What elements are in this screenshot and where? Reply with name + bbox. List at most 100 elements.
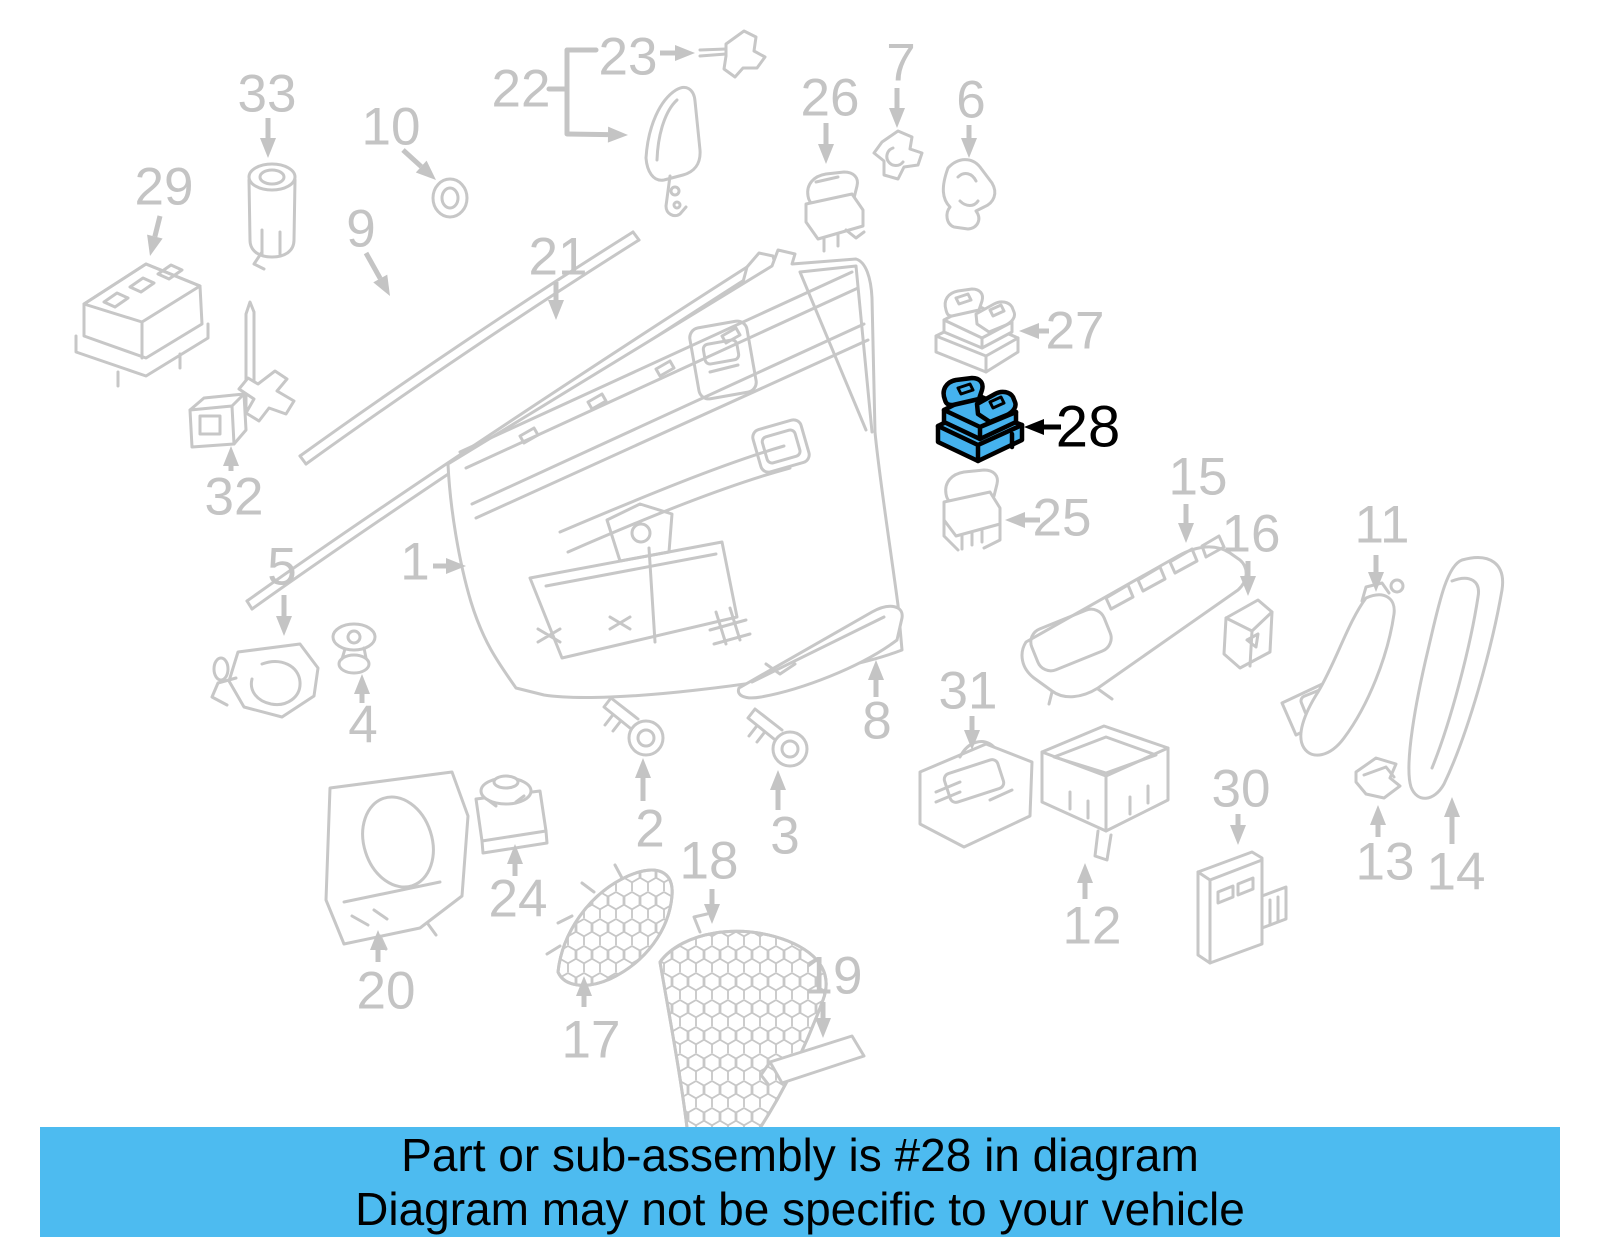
part-label-22: 22 xyxy=(492,60,551,119)
part-label-14: 14 xyxy=(1427,843,1486,902)
part-arrowhead-22 xyxy=(607,126,628,143)
pillar-trim-14-drawing xyxy=(1407,556,1505,800)
part-arrowhead-12 xyxy=(1077,863,1093,883)
part-label-26: 26 xyxy=(801,69,860,128)
switch-bezel-15-drawing xyxy=(1020,534,1248,706)
part-arrowhead-5 xyxy=(276,616,292,636)
pocket-box-12-drawing xyxy=(1040,724,1170,862)
highlighted-part-28[interactable] xyxy=(935,375,1025,464)
part-label-10: 10 xyxy=(362,98,421,157)
part-label-20: 20 xyxy=(357,962,416,1021)
armrest-8-drawing xyxy=(736,604,904,700)
part-label-28[interactable]: 28 xyxy=(1056,395,1121,460)
part-label-30: 30 xyxy=(1212,760,1271,819)
part-arrowhead-18 xyxy=(704,904,720,924)
part-arrowhead-19 xyxy=(815,1018,831,1038)
part-arrowhead-24 xyxy=(507,844,523,864)
bracket-16-drawing xyxy=(1222,598,1274,670)
part-arrowhead-1 xyxy=(446,558,466,574)
part-label-5: 5 xyxy=(267,538,296,597)
part-arrowhead-17 xyxy=(576,976,592,996)
part-label-21: 21 xyxy=(529,228,588,287)
part-arrowhead-9 xyxy=(373,274,390,296)
part-arrowhead-29 xyxy=(147,234,163,256)
speaker-bracket-20-drawing xyxy=(324,770,470,951)
lock-switch-25-drawing xyxy=(942,468,1002,552)
part-arrowhead-28 xyxy=(1024,419,1044,435)
door-trim-panel-drawing xyxy=(446,248,904,699)
part-arrowhead-11 xyxy=(1368,572,1384,592)
washer-10-drawing xyxy=(431,177,469,219)
part-arrowhead-2 xyxy=(635,758,651,778)
part-label-19: 19 xyxy=(804,947,863,1006)
part-arrowhead-14 xyxy=(1444,797,1460,817)
clip-7-drawing xyxy=(872,129,924,181)
mirror-switch-24-drawing xyxy=(474,774,549,855)
door-check-5-drawing xyxy=(210,642,320,719)
part-label-13: 13 xyxy=(1356,833,1415,892)
part-arrowhead-32 xyxy=(223,446,239,466)
part-label-6: 6 xyxy=(956,71,985,130)
part-label-8: 8 xyxy=(862,692,891,751)
speaker-grille-18-drawing xyxy=(658,912,828,1189)
part-arrowhead-8 xyxy=(868,660,884,680)
trim-clip-4-drawing xyxy=(331,622,377,675)
part-label-33: 33 xyxy=(238,65,297,124)
part-label-12: 12 xyxy=(1063,897,1122,956)
part-arrowhead-20 xyxy=(370,930,386,950)
part-arrow-9 xyxy=(363,251,383,280)
bracket-6-drawing xyxy=(941,158,997,231)
part-label-9: 9 xyxy=(346,200,375,259)
part-arrowhead-4 xyxy=(354,674,370,694)
clip-13-drawing xyxy=(1354,756,1402,800)
tweeter-grille-17-drawing xyxy=(545,863,674,987)
part-arrowhead-3 xyxy=(770,770,786,790)
switch-26-drawing xyxy=(804,170,866,253)
part-label-11: 11 xyxy=(1354,496,1409,555)
belt-molding-9-drawing xyxy=(298,230,641,466)
part-arrowhead-16 xyxy=(1240,576,1256,596)
part-arrowhead-10 xyxy=(415,160,436,180)
part-label-31: 31 xyxy=(939,662,998,721)
grommet-33-drawing xyxy=(247,162,297,271)
part-arrowhead-33 xyxy=(260,138,276,158)
part-arrowhead-7 xyxy=(889,108,905,128)
window-switch-27-drawing xyxy=(934,287,1020,374)
pull-handle-11-drawing xyxy=(1280,578,1405,757)
part-label-3: 3 xyxy=(770,807,799,866)
banner-line-2: Diagram may not be specific to your vehi… xyxy=(355,1183,1245,1235)
part-label-27: 27 xyxy=(1046,302,1105,361)
part-arrowhead-13 xyxy=(1370,805,1386,825)
part-label-32: 32 xyxy=(205,468,264,527)
screw-3-drawing xyxy=(746,707,809,768)
part-label-17: 17 xyxy=(562,1011,621,1070)
pocket-plate-19-drawing xyxy=(759,1034,866,1086)
part-label-16: 16 xyxy=(1222,505,1281,564)
control-module-30-drawing xyxy=(1196,850,1288,965)
part-label-15: 15 xyxy=(1169,448,1228,507)
part-arrowhead-15 xyxy=(1178,523,1194,543)
handle-bracket-31-drawing xyxy=(918,740,1034,849)
corner-trim-22-drawing xyxy=(644,86,702,218)
part-arrowhead-26 xyxy=(818,144,834,164)
part-arrowhead-23 xyxy=(675,45,695,61)
part-arrowhead-21 xyxy=(548,300,564,320)
part-arrow-22 xyxy=(566,131,609,138)
window-switch-29-drawing xyxy=(74,262,210,388)
part-label-24: 24 xyxy=(489,870,548,929)
info-banner: Part or sub-assembly is #28 in diagram D… xyxy=(40,1127,1560,1237)
part-label-7: 7 xyxy=(886,34,915,93)
part-label-4: 4 xyxy=(348,696,377,755)
part-label-1: 1 xyxy=(400,533,429,592)
part-label-18: 18 xyxy=(680,832,739,891)
part-arrowhead-30 xyxy=(1230,825,1246,845)
part-label-2: 2 xyxy=(635,800,664,859)
part-arrowhead-27 xyxy=(1019,323,1039,339)
part-label-23: 23 xyxy=(599,28,658,87)
lock-rod-connector-32-drawing xyxy=(188,300,296,449)
part-arrow-10 xyxy=(401,148,423,169)
screw-2-drawing xyxy=(602,696,665,757)
